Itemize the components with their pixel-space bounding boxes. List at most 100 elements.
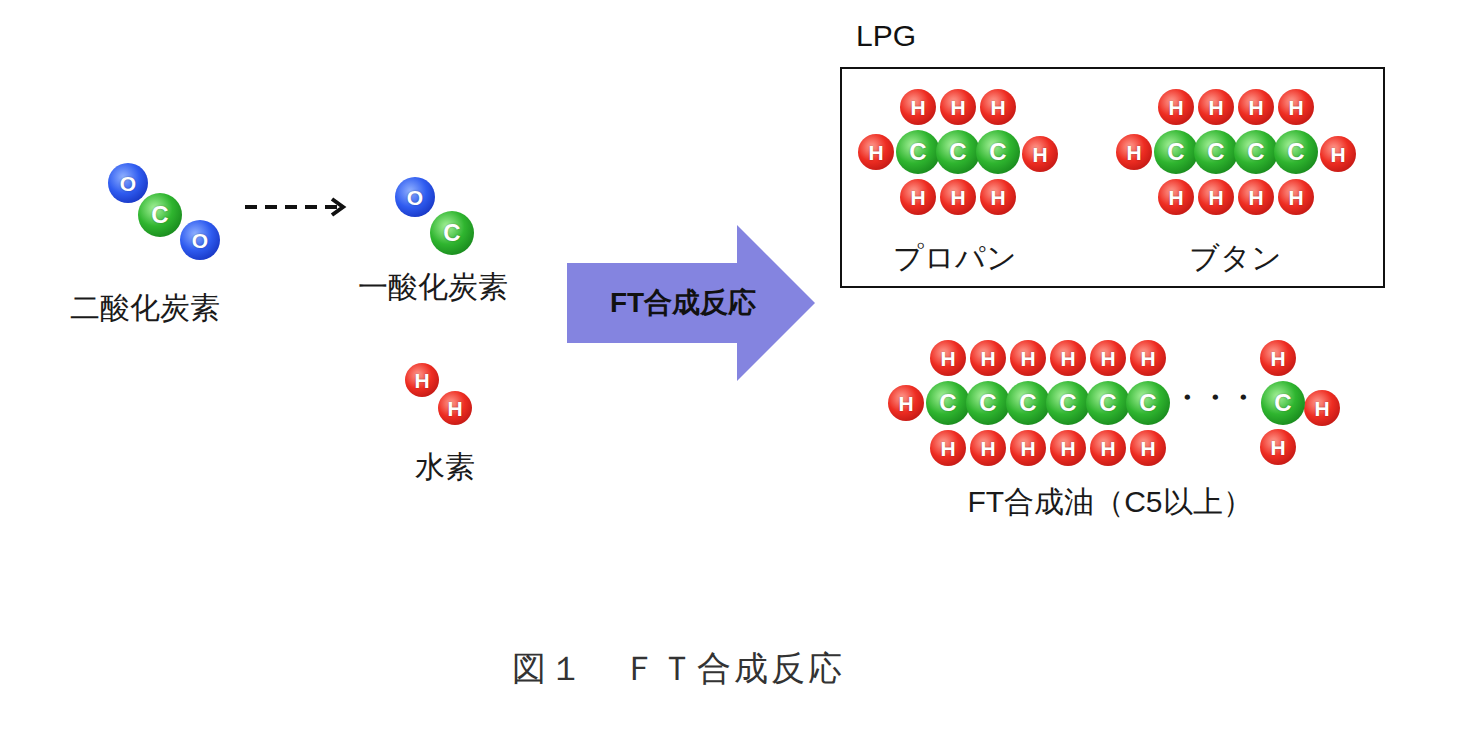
atom-symbol: H — [1126, 142, 1141, 163]
atom-symbol: C — [1019, 391, 1036, 415]
atom-circle: H — [980, 179, 1016, 215]
atom-symbol: H — [447, 398, 462, 419]
atom-symbol: H — [1060, 438, 1075, 459]
atom-symbol: C — [949, 140, 966, 164]
atom-circle: H — [438, 391, 472, 425]
atom-circle: C — [1006, 381, 1050, 425]
atom-circle: H — [970, 340, 1006, 376]
atom-symbol: H — [1140, 438, 1155, 459]
atom-symbol: H — [1248, 97, 1263, 118]
atom-circle: C — [1154, 130, 1198, 174]
atom-circle: H — [1050, 430, 1086, 466]
atom-symbol: H — [898, 393, 913, 414]
product-name: FT合成油（C5以上） — [968, 484, 1253, 520]
atom-circle: H — [1158, 89, 1194, 125]
molecule-name: 一酸化炭素 — [358, 269, 508, 305]
atom-symbol: C — [939, 391, 956, 415]
atom-symbol: H — [1288, 187, 1303, 208]
dashed-arrow — [245, 199, 343, 215]
atom-symbol: C — [1274, 391, 1291, 415]
atom-symbol: C — [1139, 391, 1156, 415]
atom-symbol: C — [989, 140, 1006, 164]
molecule-name: ブタン — [1189, 240, 1282, 276]
molecule-name: 二酸化炭素 — [70, 290, 220, 326]
atom-circle: C — [138, 193, 182, 237]
atom-circle: O — [108, 163, 148, 203]
atom-symbol: H — [940, 348, 955, 369]
atom-symbol: H — [910, 97, 925, 118]
atom-circle: H — [900, 89, 936, 125]
dashed-line — [245, 205, 338, 209]
atom-symbol: C — [1287, 140, 1304, 164]
atom-circle: H — [1090, 430, 1126, 466]
atom-circle: C — [1126, 381, 1170, 425]
atom-circle: H — [1010, 340, 1046, 376]
atom-circle: H — [1010, 430, 1046, 466]
atom-symbol: C — [443, 221, 460, 245]
atom-symbol: H — [1032, 144, 1047, 165]
atom-symbol: H — [1248, 187, 1263, 208]
atom-circle: H — [858, 134, 894, 170]
atom-circle: C — [1274, 130, 1318, 174]
atom-symbol: H — [950, 97, 965, 118]
atom-circle: C — [430, 211, 474, 255]
atom-circle: H — [1022, 136, 1058, 172]
atom-symbol: H — [1140, 348, 1155, 369]
atom-circle: H — [1278, 89, 1314, 125]
atom-symbol: H — [414, 370, 429, 391]
atom-circle: C — [896, 130, 940, 174]
atom-symbol: H — [1168, 97, 1183, 118]
atom-circle: C — [1194, 130, 1238, 174]
atom-symbol: H — [1288, 97, 1303, 118]
atom-circle: C — [1234, 130, 1278, 174]
molecule-name: 水素 — [415, 449, 475, 485]
atom-symbol: H — [950, 187, 965, 208]
atom-circle: H — [1198, 179, 1234, 215]
atom-circle: C — [966, 381, 1010, 425]
atom-circle: C — [936, 130, 980, 174]
atom-circle: H — [1130, 430, 1166, 466]
atom-symbol: C — [1167, 140, 1184, 164]
atom-circle: H — [1238, 179, 1274, 215]
atom-symbol: H — [1060, 348, 1075, 369]
atom-circle: C — [926, 381, 970, 425]
atom-symbol: O — [192, 230, 208, 251]
atom-circle: H — [930, 430, 966, 466]
reaction-arrow: FT合成反応 — [567, 225, 817, 381]
atom-circle: C — [1261, 381, 1305, 425]
atom-symbol: H — [1208, 97, 1223, 118]
atom-circle: H — [888, 385, 924, 421]
atom-circle: H — [1130, 340, 1166, 376]
atom-circle: H — [900, 179, 936, 215]
atom-symbol: C — [1247, 140, 1264, 164]
arrow-polygon — [567, 225, 815, 381]
atom-symbol: O — [120, 173, 136, 194]
atom-symbol: H — [1270, 437, 1285, 458]
atom-symbol: H — [1314, 398, 1329, 419]
atom-symbol: H — [1208, 187, 1223, 208]
atom-symbol: C — [151, 203, 168, 227]
atom-symbol: H — [1330, 144, 1345, 165]
atom-circle: H — [1320, 136, 1356, 172]
atom-circle: H — [940, 179, 976, 215]
atom-circle: H — [1238, 89, 1274, 125]
atom-symbol: H — [1100, 348, 1115, 369]
atom-circle: H — [930, 340, 966, 376]
atom-symbol: H — [868, 142, 883, 163]
atom-circle: O — [180, 220, 220, 260]
atom-symbol: H — [940, 438, 955, 459]
atom-symbol: C — [1207, 140, 1224, 164]
atom-symbol: C — [979, 391, 996, 415]
atom-circle: H — [1158, 179, 1194, 215]
atom-symbol: C — [1099, 391, 1116, 415]
ellipsis: ・・・ — [1173, 381, 1257, 415]
atom-symbol: H — [1100, 438, 1115, 459]
atom-circle: H — [1304, 390, 1340, 426]
atom-symbol: H — [1020, 348, 1035, 369]
atom-symbol: H — [1270, 348, 1285, 369]
atom-circle: H — [970, 430, 1006, 466]
atom-symbol: H — [910, 187, 925, 208]
atom-circle: C — [1086, 381, 1130, 425]
atom-circle: H — [1260, 429, 1296, 465]
